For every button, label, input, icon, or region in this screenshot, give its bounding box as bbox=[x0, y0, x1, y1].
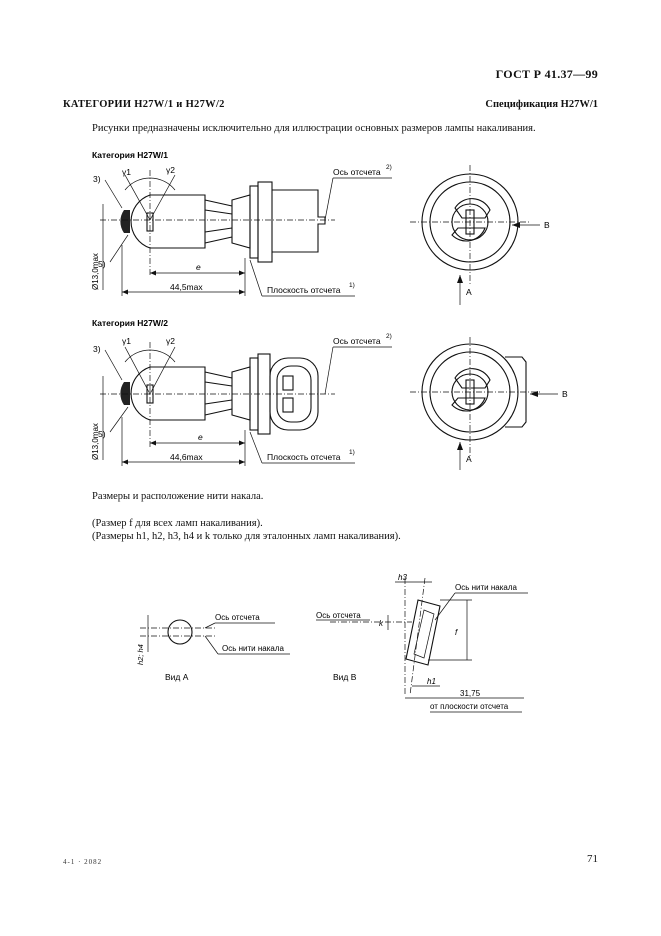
figure1-arrow-a: A bbox=[466, 287, 472, 297]
intro-text: Рисунки предназначены исключительно для … bbox=[92, 123, 536, 134]
figure2-dim-e: e bbox=[198, 432, 203, 442]
figure2-gamma2: γ2 bbox=[166, 336, 175, 346]
view-a-dim-h: h2; h4 bbox=[136, 644, 145, 665]
view-b-dim-distance: 31,75 bbox=[460, 689, 481, 698]
figure-h27w2: Категория H27W/2 γ1 γ2 3) 5) Ø13,0max e … bbox=[91, 318, 568, 470]
figure2-dim-length: 44,6max bbox=[170, 452, 203, 462]
page-number: 71 bbox=[587, 853, 598, 865]
figure2-diameter: Ø13,0max bbox=[91, 423, 100, 460]
figure2-plane-label: Плоскость отсчета bbox=[267, 452, 341, 462]
size-f-text: (Размер f для всех ламп накаливания). bbox=[92, 518, 263, 529]
sizes-other-text: (Размеры h1, h2, h3, h4 и k только для э… bbox=[92, 531, 401, 542]
figure1-title: Категория H27W/1 bbox=[92, 150, 168, 160]
figure2-arrow-a: A bbox=[466, 454, 472, 464]
print-code: 4-1 · 2082 bbox=[63, 858, 103, 866]
figure2-axis-label: Ось отсчета bbox=[333, 336, 381, 346]
figure1-diameter: Ø13,0max bbox=[91, 253, 100, 290]
specification-title: Спецификация H27W/1 bbox=[485, 99, 598, 110]
figure2-gamma1: γ1 bbox=[122, 336, 131, 346]
standard-number: ГОСТ Р 41.37—99 bbox=[495, 67, 598, 81]
view-a-axis-filament: Ось нити накала bbox=[222, 644, 285, 653]
figure2-plane-sup: 1) bbox=[349, 449, 355, 456]
figure2-arrow-b: B bbox=[562, 389, 568, 399]
figure1-axis-label: Ось отсчета bbox=[333, 167, 381, 177]
figure-h27w1: Категория H27W/1 γ1 γ2 3) 5) Ø13,0max e … bbox=[91, 150, 550, 305]
view-b-dim-f: f bbox=[455, 628, 458, 637]
filament-text: Размеры и расположение нити накала. bbox=[92, 491, 264, 502]
figure2-label-5: 5) bbox=[98, 429, 106, 439]
figure2-title: Категория H27W/2 bbox=[92, 318, 168, 328]
figure1-arrow-b: B bbox=[544, 220, 550, 230]
view-b-dim-k: k bbox=[379, 619, 384, 628]
figure1-dim-e: e bbox=[196, 262, 201, 272]
figure1-plane-label: Плоскость отсчета bbox=[267, 285, 341, 295]
figure2-label-3: 3) bbox=[93, 344, 101, 354]
view-a-axis-ref: Ось отсчета bbox=[215, 613, 260, 622]
view-a-caption: Вид А bbox=[165, 672, 189, 682]
figure1-dim-length: 44,5max bbox=[170, 282, 203, 292]
figure1-gamma2: γ2 bbox=[166, 165, 175, 175]
figure1-label-3: 3) bbox=[93, 174, 101, 184]
view-b-dim-h3: h3 bbox=[398, 573, 407, 582]
figure1-plane-sup: 1) bbox=[349, 282, 355, 289]
figure2-axis-sup: 2) bbox=[386, 333, 392, 340]
view-b-axis-ref: Ось отсчета bbox=[316, 611, 361, 620]
view-b-dim-from: от плоскости отсчета bbox=[430, 702, 509, 711]
filament-views: Ось отсчета Ось нити накала h2; h4 Вид А… bbox=[136, 573, 528, 713]
view-b-axis-filament: Ось нити накала bbox=[455, 583, 518, 592]
figure1-axis-sup: 2) bbox=[386, 164, 392, 171]
categories-title: КАТЕГОРИИ H27W/1 и H27W/2 bbox=[63, 99, 225, 110]
view-b-caption: Вид В bbox=[333, 672, 357, 682]
view-b-dim-h1: h1 bbox=[427, 677, 436, 686]
figure1-label-5: 5) bbox=[98, 259, 106, 269]
figure1-gamma1: γ1 bbox=[122, 167, 131, 177]
